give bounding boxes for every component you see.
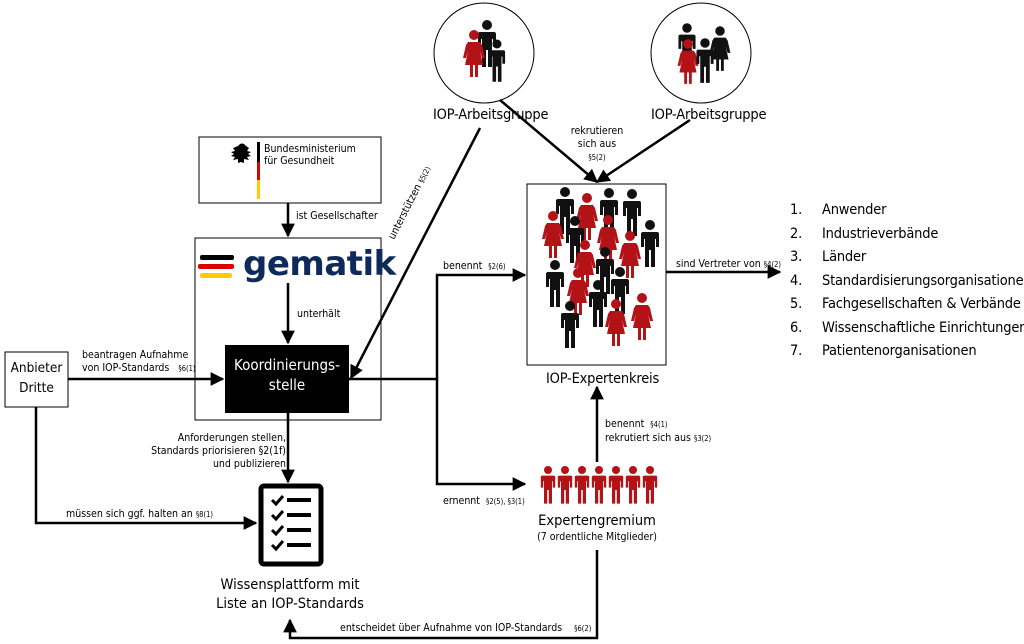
legend-text: Patientenorganisationen xyxy=(822,343,977,359)
iop-ag-left-label: IOP-Arbeitsgruppe xyxy=(433,107,549,123)
german-flag-bar xyxy=(257,142,260,199)
gematik-logo-stripes xyxy=(198,255,234,278)
edge-halten xyxy=(34,407,258,530)
edge-rekrutieren-right xyxy=(595,118,691,184)
label-rekrutieren-ref: §5(2) xyxy=(588,153,606,162)
legend-num: 4. xyxy=(790,272,803,289)
edge-rekrutieren-left xyxy=(499,99,599,183)
iop-ag-right-label: IOP-Arbeitsgruppe xyxy=(651,107,767,123)
edge-entscheidet xyxy=(283,550,599,640)
gremium-label: Expertengremium (7 ordentliche Mitgliede… xyxy=(527,512,667,544)
label-ernennt: ernennt §2(5), §3(1) xyxy=(443,495,525,508)
label-anforderungen-line2: Standards priorisieren §2(1f) xyxy=(150,445,286,458)
label-halten-ref: §8(1) xyxy=(195,510,214,519)
edge-benennt-top xyxy=(435,268,527,379)
label-anforderungen-ref: §2(1f) xyxy=(258,445,286,457)
wissensplattform-line1: Wissensplattform mit xyxy=(220,577,360,593)
label-anforderungen-line1: Anforderungen stellen, xyxy=(177,432,286,444)
koordinierungsstelle-label: Koordinierungs- stelle xyxy=(225,355,349,395)
label-gesellschafter: ist Gesellschafter xyxy=(296,210,378,222)
label-benennt-bottom-ref2: §3(2) xyxy=(693,434,712,443)
label-rekrutieren: rekrutieren sich aus §5(2) xyxy=(567,125,627,164)
bmg-box xyxy=(198,136,382,204)
legend-item: 2. Industrieverbände xyxy=(790,223,1024,247)
legend-item: 7. Patientenorganisationen xyxy=(790,340,1024,364)
legend-text: Länder xyxy=(822,249,866,265)
label-vertreter-text: sind Vertreter von xyxy=(676,258,761,270)
legend-item: 4. Standardisierungsorganisationen xyxy=(790,270,1024,294)
label-vertreter: sind Vertreter von §4(2) xyxy=(676,258,781,271)
legend-num: 1. xyxy=(790,202,803,218)
edge-unterstuetzen xyxy=(349,127,482,380)
anbieter-line2: Dritte xyxy=(19,380,54,396)
label-benennt-bottom-ref1: §4(1) xyxy=(650,420,668,429)
legend-item: 1. Anwender xyxy=(790,199,1024,223)
label-entscheidet-ref: §6(2) xyxy=(574,624,592,633)
wissensplattform-label: Wissensplattform mit Liste an IOP-Standa… xyxy=(210,576,370,614)
gremium-people-icon xyxy=(540,466,658,504)
legend-text: Standardisierungsorganisationen xyxy=(822,272,1024,289)
label-benennt-bottom-line1: benennt §4(1) xyxy=(605,418,668,431)
label-benennt-top: benennt §2(6) xyxy=(443,260,506,273)
label-benennt-bottom-line2: rekrutiert sich aus §3(2) xyxy=(605,432,711,445)
label-benennt-bottom-text1: benennt xyxy=(605,418,645,430)
legend-num: 7. xyxy=(790,343,803,359)
label-beantragen-line1: beantragen Aufnahme xyxy=(82,349,189,361)
expertenkreis-label: IOP-Expertenkreis xyxy=(546,371,660,387)
legend-num: 5. xyxy=(790,296,803,312)
label-beantragen-line2-text: von IOP-Standards xyxy=(82,362,170,374)
label-beantragen-line2: von IOP-Standards §6(1) xyxy=(82,362,196,375)
legend-num: 6. xyxy=(790,319,803,336)
federal-eagle-icon xyxy=(231,143,251,163)
koordinierungsstelle-line2: stelle xyxy=(268,376,306,394)
label-benennt-bottom-text2: rekrutiert sich aus xyxy=(605,432,691,444)
stakeholder-legend: 1.Anwender 2.Industrieverbände 3.Länder … xyxy=(790,199,1024,364)
label-benennt-top-ref: §2(6) xyxy=(488,262,506,271)
wissensplattform-line2: Liste an IOP-Standards xyxy=(216,596,364,612)
koordinierungsstelle-line1: Koordinierungs- xyxy=(234,356,340,374)
label-entscheidet-text: entscheidet über Aufnahme von IOP-Standa… xyxy=(340,622,563,634)
label-halten-text: müssen sich ggf. halten an xyxy=(66,508,193,520)
legend-num: 2. xyxy=(790,225,803,242)
label-rekrutieren-line1: rekrutieren xyxy=(570,125,624,137)
bmg-name-line1: Bundesministerium xyxy=(264,143,356,155)
anbieter-line1: Anbieter xyxy=(10,360,63,376)
legend-text: Fachgesellschaften & Verbände xyxy=(822,296,1021,312)
label-rekrutieren-line2: sich aus xyxy=(577,138,617,150)
legend-item: 6. Wissenschaftliche Einrichtungen xyxy=(790,317,1024,341)
koordinierungsstelle-box xyxy=(225,345,349,413)
legend-text: Anwender xyxy=(822,202,887,218)
label-benennt-top-text: benennt xyxy=(443,260,483,272)
label-anforderungen: Anforderungen stellen, Standards prioris… xyxy=(150,432,286,471)
checklist-icon xyxy=(258,483,324,567)
label-ernennt-text: ernennt xyxy=(443,495,480,507)
label-beantragen-ref: §6(1) xyxy=(178,364,196,373)
label-entscheidet: entscheidet über Aufnahme von IOP-Standa… xyxy=(340,622,591,635)
anbieter-label: Anbieter Dritte xyxy=(5,358,68,398)
gematik-logo-text: gematik xyxy=(243,244,396,284)
gremium-line2: (7 ordentliche Mitglieder) xyxy=(537,531,657,543)
gremium-line1: Expertengremium xyxy=(538,513,656,529)
legend-num: 3. xyxy=(790,249,803,265)
legend-item: 3. Länder xyxy=(790,246,1024,270)
label-halten: müssen sich ggf. halten an §8(1) xyxy=(66,508,213,521)
bmg-name-line2: für Gesundheit xyxy=(264,155,335,167)
label-anforderungen-line3: und publizieren xyxy=(212,458,286,470)
label-vertreter-ref: §4(2) xyxy=(763,260,782,269)
label-ernennt-ref: §2(5), §3(1) xyxy=(486,497,525,506)
legend-text: Industrieverbände xyxy=(822,225,939,242)
edge-ernennt xyxy=(435,379,527,491)
label-anforderungen-line2-text: Standards priorisieren xyxy=(151,445,256,457)
label-unterhaelt: unterhält xyxy=(297,308,341,320)
legend-text: Wissenschaftliche Einrichtungen xyxy=(822,319,1024,336)
legend-item: 5. Fachgesellschaften & Verbände xyxy=(790,293,1024,317)
